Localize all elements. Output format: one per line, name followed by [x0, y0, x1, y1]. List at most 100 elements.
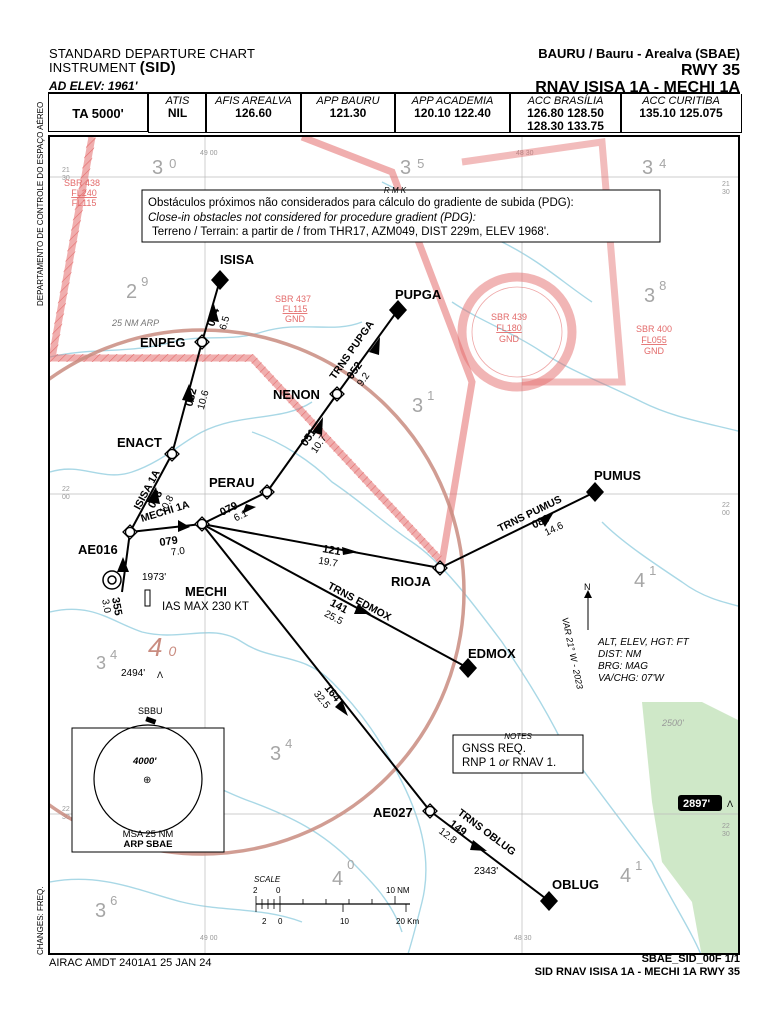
direction-arrow	[208, 304, 219, 322]
scale-km-tick: 20 Km	[396, 917, 419, 926]
waypoint-labels: ISISA PUPGA ENPEG NENON ENACT PERAU PUMU…	[78, 252, 641, 892]
leg-distance: 6.5	[218, 314, 233, 331]
leg-rioja-pumus	[439, 491, 596, 569]
notes-title: NOTES	[504, 732, 532, 741]
notice-en: Close-in obstacles not considered for pr…	[148, 212, 476, 224]
freq-value: 128.30 133.75	[527, 119, 604, 133]
frequency-bar: TA 5000' ATIS NIL AFIS AREALVA 126.60 AP…	[48, 94, 742, 134]
leg-079a-annotation: 079 7.0	[159, 535, 186, 559]
rmk-label: R M K	[384, 186, 407, 195]
freq-app-academia: APP ACADEMIA 120.10 122.40	[394, 94, 511, 133]
leg-enpeg-isisa	[201, 279, 221, 343]
msa-center-icon: ⊕	[143, 775, 151, 786]
max-elevation-box	[678, 795, 722, 811]
notes-line1: GNSS REQ.	[462, 743, 526, 755]
direction-arrow	[342, 547, 358, 555]
direction-arrow	[147, 487, 160, 504]
footer-amendment: AIRAC AMDT 2401A1 25 JAN 24	[49, 957, 212, 969]
waypoint-enpeg-icon	[194, 334, 210, 350]
elevations: 1973' 2494' Λ 2343' 2500' 2897' Λ	[121, 572, 733, 877]
waypoint-enact-label: ENACT	[117, 435, 162, 450]
direction-arrow	[182, 384, 194, 402]
airspace-name: SBR 439	[491, 312, 527, 322]
leg-ae027-oblug	[429, 810, 550, 902]
waypoint-ae016-label: AE016	[78, 542, 118, 557]
freq-label: APP BAURU	[316, 95, 380, 107]
waypoint-perau-icon	[259, 484, 275, 500]
freq-afis-arealva: AFIS AREALVA 126.60	[205, 94, 302, 133]
aerodrome-icon	[102, 570, 122, 590]
leg-distance: 10.6	[196, 389, 212, 411]
waypoint-enact-icon	[164, 446, 180, 462]
freq-label: ACC BRASÍLIA	[527, 95, 604, 107]
legend: ALT, ELEV, HGT: FT DIST: NM BRG: MAG VA/…	[597, 637, 690, 684]
notes-box: NOTES GNSS REQ. RNP 1 or RNAV 1.	[452, 732, 584, 774]
leg-runway-initial	[121, 531, 131, 593]
freq-acc-curitiba: ACC CURITIBA 135.10 125.075	[620, 94, 742, 133]
lat-label-22-30: 22	[62, 806, 70, 813]
restricted-corridor-sbr438-pattern	[50, 137, 445, 565]
lat-label-22-min: 00	[62, 494, 70, 501]
north-label: N	[584, 582, 591, 592]
freq-label: ACC CURITIBA	[642, 95, 720, 107]
elevation-1973: 1973'	[142, 572, 166, 583]
river	[601, 521, 738, 607]
restricted-areas	[50, 137, 626, 570]
airspace-labels: SBR 438 FL240 FL115 SBR 437 FL115 GND SB…	[64, 178, 672, 356]
header-rule	[48, 92, 740, 94]
msa-altitude: 4000'	[132, 756, 157, 767]
msa-ref: ARP SBAE	[124, 839, 173, 850]
lon-label-48-30: 48 30	[516, 150, 534, 157]
airspace-top: FL240	[71, 188, 97, 198]
waypoint-rioja-icon	[432, 560, 448, 576]
direction-arrow	[312, 417, 323, 435]
leg-course: 355	[109, 596, 124, 616]
waypoint-oblug-label: OBLUG	[552, 877, 599, 892]
lat-label-22-right: 22	[722, 502, 730, 509]
airspace-bottom: GND	[644, 346, 665, 356]
airspace-bottom: GND	[285, 314, 306, 324]
lat-label-21-min: 30	[62, 175, 70, 182]
footer-chart-title: SID RNAV ISISA 1A - MECHI 1A RWY 35	[534, 966, 740, 978]
leg-mechi-rioja	[201, 523, 441, 569]
legend-line2: DIST: NM	[598, 649, 642, 660]
leg-141-annotation: TRNS EDMOX 141 25.5	[322, 580, 393, 628]
restricted-area-sbr400	[461, 138, 626, 386]
elevation-2343: 2343'	[474, 866, 498, 877]
freq-label: AFIS AREALVA	[215, 95, 292, 107]
waypoint-pumus-label: PUMUS	[594, 468, 641, 483]
leg-course: 079	[159, 535, 179, 549]
scale-nm-tick: 2	[253, 886, 258, 895]
sbbu-icon	[145, 716, 157, 725]
arp-25nm-ring	[50, 328, 466, 856]
waypoint-ae016-icon	[122, 524, 138, 540]
waypoint-ae027-label: AE027	[373, 805, 413, 820]
river	[50, 608, 427, 953]
river	[50, 321, 363, 358]
leg-course: 034	[205, 306, 222, 328]
airspace-name: SBR 438	[64, 178, 100, 188]
freq-value: 126.60	[235, 106, 272, 120]
direction-arrow	[178, 520, 190, 532]
flyover-waypoints	[211, 270, 604, 911]
side-label-changes: CHANGES: FREQ.	[36, 886, 45, 955]
leg-nenon-pupga	[336, 309, 399, 395]
river	[451, 301, 738, 432]
chart-title-sid: (SID)	[139, 59, 176, 76]
lon-label-48-30-bottom: 48 30	[514, 935, 532, 942]
waypoint-isisa-icon	[211, 270, 229, 290]
waypoint-perau-label: PERAU	[209, 475, 255, 490]
spot-height-icon: Λ	[727, 799, 733, 809]
freq-acc-brasilia: ACC BRASÍLIA 126.80 128.50 128.30 133.75	[509, 94, 622, 133]
lat-label-22: 22	[62, 486, 70, 493]
waypoint-edmox-label: EDMOX	[468, 646, 516, 661]
leg-mechi-perau	[201, 491, 268, 525]
